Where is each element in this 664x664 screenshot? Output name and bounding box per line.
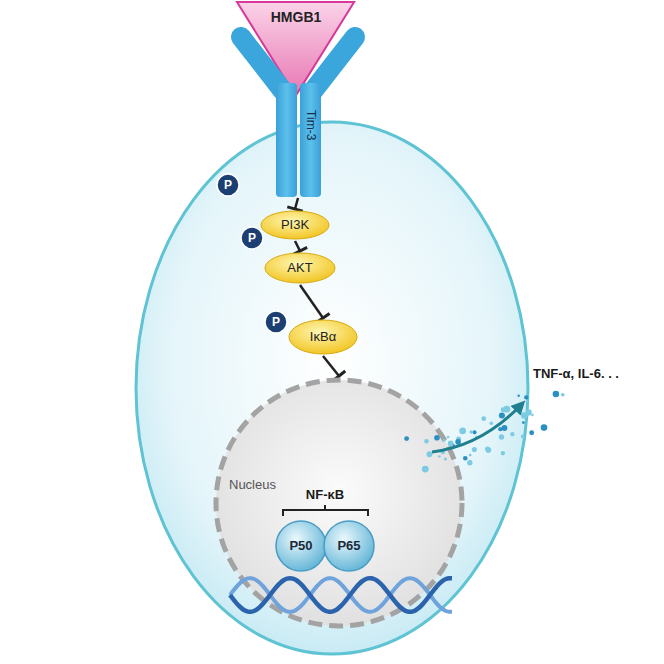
- cytokine-dot: [531, 414, 534, 417]
- cytokine-dot: [467, 460, 472, 465]
- receptor-arm: [313, 37, 355, 91]
- protein-ellipse: IκBα: [288, 319, 358, 355]
- receptor-stem: [276, 83, 297, 197]
- receptor-shape-shape: [225, 25, 371, 197]
- dna-helix: [230, 578, 452, 612]
- complex-label: NF-κB: [306, 487, 344, 503]
- triangle-outline: [237, 2, 354, 96]
- node-text: Nucleus: [229, 477, 276, 493]
- cytokine-dot: [529, 430, 534, 435]
- ellipse-outline: [289, 320, 357, 354]
- cytokine-dot: [486, 447, 492, 453]
- receptor-arm: [241, 37, 283, 91]
- cytokine-dot: [473, 430, 477, 434]
- circle-outline: [217, 174, 239, 196]
- nuclear-envelope: [216, 380, 462, 626]
- circle-outline: [276, 521, 326, 571]
- circle-outline: [324, 521, 374, 571]
- cytokine-label: TNF-α, IL-6. . .: [533, 366, 619, 382]
- cytokine-dot: [422, 466, 429, 473]
- cytokine-dot: [510, 432, 514, 436]
- cytokine-dot: [521, 412, 528, 419]
- cytokine-dot: [561, 393, 565, 397]
- node-text: Tim-3: [303, 110, 317, 140]
- dna-strand: [230, 578, 452, 612]
- receptor-stem: [300, 83, 321, 197]
- protein-ellipse: PI3K: [260, 210, 330, 240]
- secretion-arrow: [432, 404, 522, 452]
- ellipse-outline: [265, 253, 335, 283]
- secreted-dots: [404, 391, 564, 473]
- cytokine-dot: [522, 421, 525, 424]
- cytokine-dot: [472, 447, 477, 452]
- dna-strand: [230, 578, 452, 612]
- node-text: P50: [289, 538, 312, 554]
- node-text: AKT: [287, 260, 312, 276]
- receptor-outline: [241, 37, 355, 197]
- cytokine-dot: [499, 434, 504, 439]
- cytokine-dot: [541, 424, 548, 431]
- cytokine-dot: [424, 439, 429, 444]
- cytokine-dot: [521, 435, 525, 439]
- inhibition-connector: [295, 198, 298, 209]
- cytokine-dot: [481, 416, 486, 421]
- cytokine-dot: [455, 439, 461, 445]
- cytokine-dot: [448, 441, 454, 447]
- phospho-circle: P: [240, 226, 264, 250]
- cytokine-dot: [501, 451, 505, 455]
- inhibition-connector: [295, 241, 300, 251]
- ellipse-outline: [261, 211, 329, 239]
- cytokine-dot: [501, 407, 506, 412]
- cytokine-dot: [469, 454, 472, 457]
- cytokine-dot: [427, 451, 433, 457]
- node-text: P: [272, 315, 280, 329]
- cytokine-dot: [434, 435, 440, 441]
- cytokine-dot: [490, 421, 494, 425]
- circle-outline: [265, 311, 287, 333]
- cytokine-dot: [447, 436, 450, 439]
- cytokine-dot: [499, 413, 505, 419]
- cytokine-dot: [444, 457, 447, 460]
- receptor-shape: Tim-3: [225, 25, 371, 197]
- node-text: P65: [337, 538, 360, 554]
- cytokine-dot: [524, 395, 528, 399]
- cytokine-dot: [438, 455, 441, 458]
- cytokine-dot: [526, 400, 529, 403]
- cytokine-dot: [469, 430, 472, 433]
- cytokine-dot: [553, 391, 560, 398]
- node-text: P: [248, 231, 256, 245]
- phospho-circle: P: [264, 310, 288, 334]
- circle-outline: [241, 227, 263, 249]
- complex-bracket: [283, 505, 368, 516]
- inhibition-connector: [323, 356, 339, 376]
- node-text: IκBα: [310, 329, 336, 345]
- cell-membrane: [136, 122, 528, 654]
- subunit-circle: P50: [275, 520, 327, 572]
- cytokine-dot: [443, 439, 446, 442]
- cytokine-dot: [404, 436, 409, 441]
- node-text: PI3K: [281, 217, 309, 233]
- cytokine-dot: [463, 456, 467, 460]
- node-text: HMGB1: [271, 9, 322, 26]
- cytokine-dot: [459, 428, 466, 435]
- protein-ellipse: AKT: [264, 252, 336, 284]
- phospho-circle: P: [216, 173, 240, 197]
- subunit-circle: P65: [323, 520, 375, 572]
- cytokine-dot: [502, 425, 508, 431]
- inhibition-connector: [300, 285, 323, 318]
- cytokine-dot: [517, 395, 519, 397]
- node-text: P: [224, 178, 232, 192]
